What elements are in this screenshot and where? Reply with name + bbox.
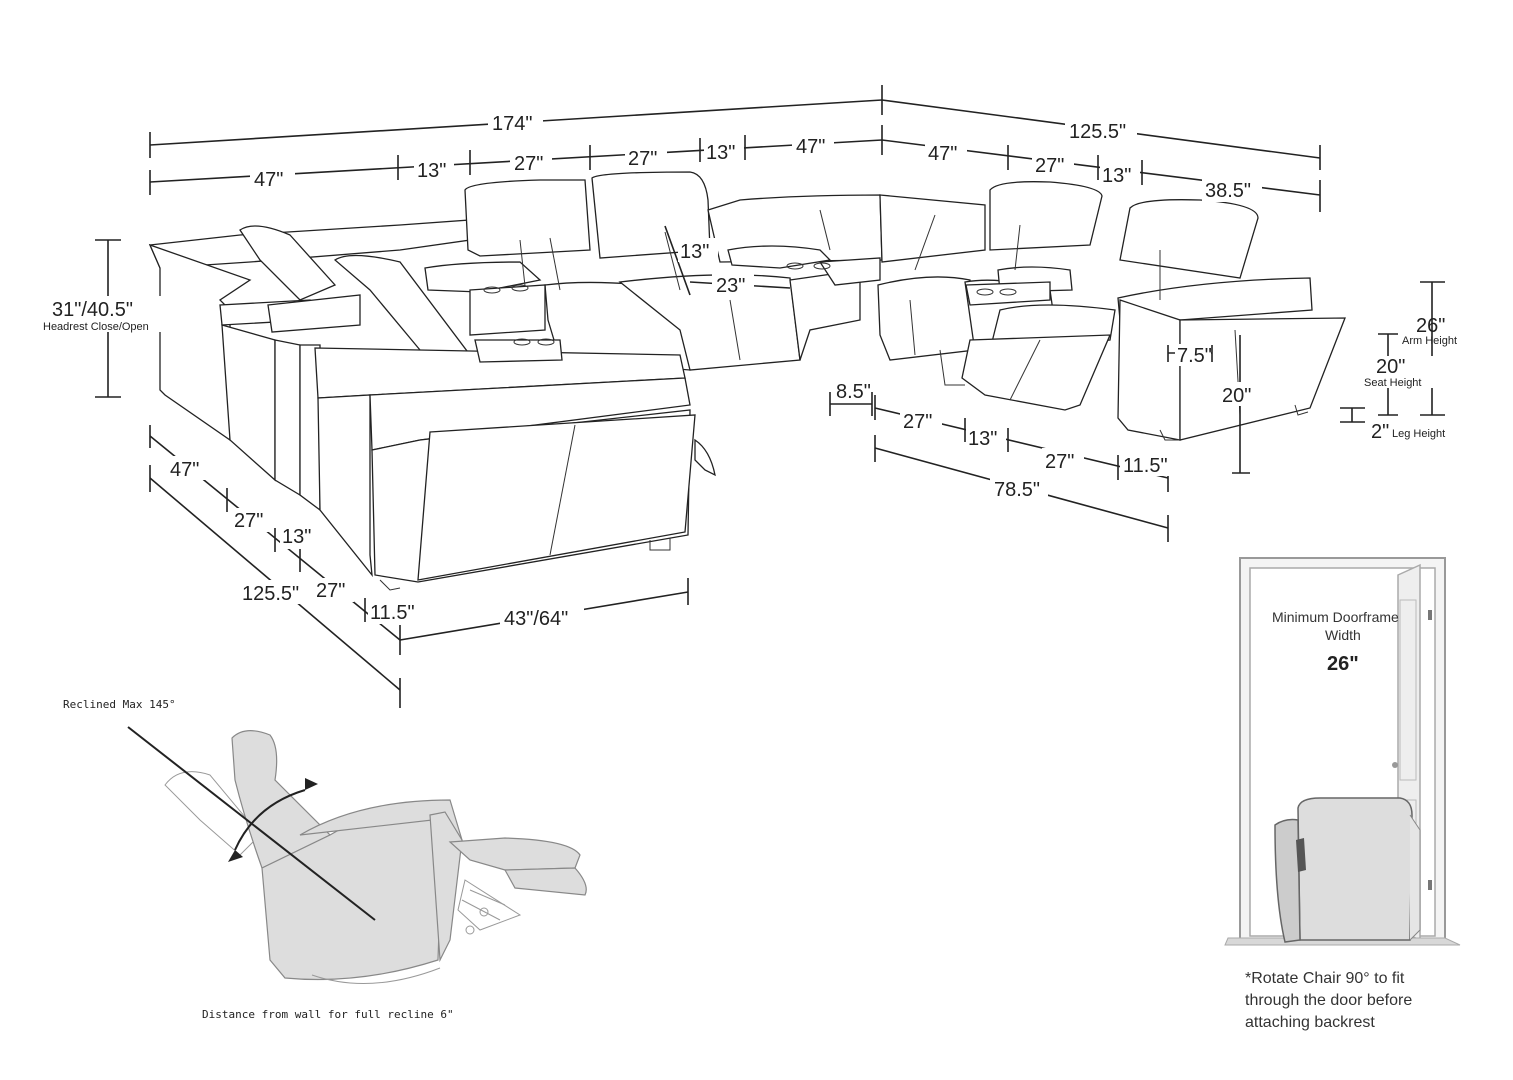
doorframe-width: 26": [1327, 653, 1359, 675]
dim-seg-left-5: 13": [706, 142, 735, 164]
doorframe-title-line2: Width: [1325, 627, 1361, 643]
dim-left-depth: 43"/64": [504, 608, 568, 630]
recline-wall-note: Distance from wall for full recline 6": [202, 1008, 454, 1021]
dim-seg-right-1: 47": [928, 143, 957, 165]
dim-arm-height: 26": [1416, 315, 1445, 337]
dim-seg-left-2: 13": [417, 160, 446, 182]
doorframe-illustration: Minimum Doorframe Width 26" *Rotate Chai…: [1224, 557, 1461, 1031]
dim-overall-right: 125.5": [1069, 121, 1126, 143]
dim-headrest-open: 13": [680, 241, 709, 263]
dim-right-seg-1: 27": [903, 411, 932, 433]
right-height-dimensions: 26" Arm Height 20" Seat Height 2" Leg He…: [1340, 281, 1457, 443]
dim-left-seg-4: 27": [316, 580, 345, 602]
inner-dimensions: 13" 23" 7.5" 20": [664, 225, 1260, 474]
dim-seg-left-4: 27": [628, 148, 657, 170]
dim-right-seg-4: 11.5": [1123, 455, 1168, 477]
top-dimension-labels: 174" 125.5" 47" 13" 27" 27" 13" 47" 47" …: [250, 110, 1262, 202]
dim-arm-width: 7.5": [1177, 345, 1212, 367]
headrest-caption: Headrest Close/Open: [43, 321, 149, 333]
dim-seg-right-2: 27": [1035, 155, 1064, 177]
dim-left-seg-3: 13": [282, 526, 311, 548]
leg-height-caption: Leg Height: [1392, 428, 1445, 440]
dim-seg-left-3: 27": [514, 153, 543, 175]
dim-seat-depth: 20": [1222, 385, 1251, 407]
sectional-sofa-drawing: [148, 171, 1346, 591]
dim-seat-height: 20": [1376, 356, 1405, 378]
arm-height-caption: Arm Height: [1402, 335, 1457, 347]
doorframe-title-line1: Minimum Doorframe: [1272, 609, 1399, 625]
seat-height-caption: Seat Height: [1364, 377, 1421, 389]
dim-seg-right-4: 38.5": [1205, 180, 1251, 202]
dim-left-total: 125.5": [242, 583, 299, 605]
right-bottom-dimensions: 8.5" 27" 13" 27" 11.5" 78.5": [829, 381, 1172, 542]
dim-corner: 23": [716, 275, 745, 297]
dim-right-total: 78.5": [994, 479, 1040, 501]
dim-right-seg-3: 27": [1045, 451, 1074, 473]
doorframe-note-line2: through the door before: [1245, 992, 1412, 1009]
recline-label: Reclined Max 145°: [63, 698, 176, 711]
recline-illustration: Reclined Max 145° Distance from wall for…: [63, 698, 587, 1021]
dim-seg-left-1: 47": [254, 169, 283, 191]
dim-left-seg-2: 27": [234, 510, 263, 532]
dim-headrest-height: 31"/40.5": [52, 299, 133, 321]
dim-seg-left-6: 47": [796, 136, 825, 158]
left-side-dimensions: 47" 27" 13" 27" 11.5" 125.5" 43"/64": [149, 425, 689, 708]
doorframe-note-line1: *Rotate Chair 90° to fit: [1245, 970, 1405, 987]
doorframe-note-line3: attaching backrest: [1245, 1014, 1375, 1031]
dim-leg-height: 2": [1371, 421, 1389, 443]
dim-left-seg-5: 11.5": [370, 602, 415, 624]
headrest-height-dimension: 31"/40.5" Headrest Close/Open: [43, 239, 166, 398]
dim-seg-right-3: 13": [1102, 165, 1131, 187]
dim-overall-width: 174": [492, 113, 532, 135]
dim-left-seg-1: 47": [170, 459, 199, 481]
dim-right-offset: 8.5": [836, 381, 871, 403]
dim-right-seg-2: 13": [968, 428, 997, 450]
